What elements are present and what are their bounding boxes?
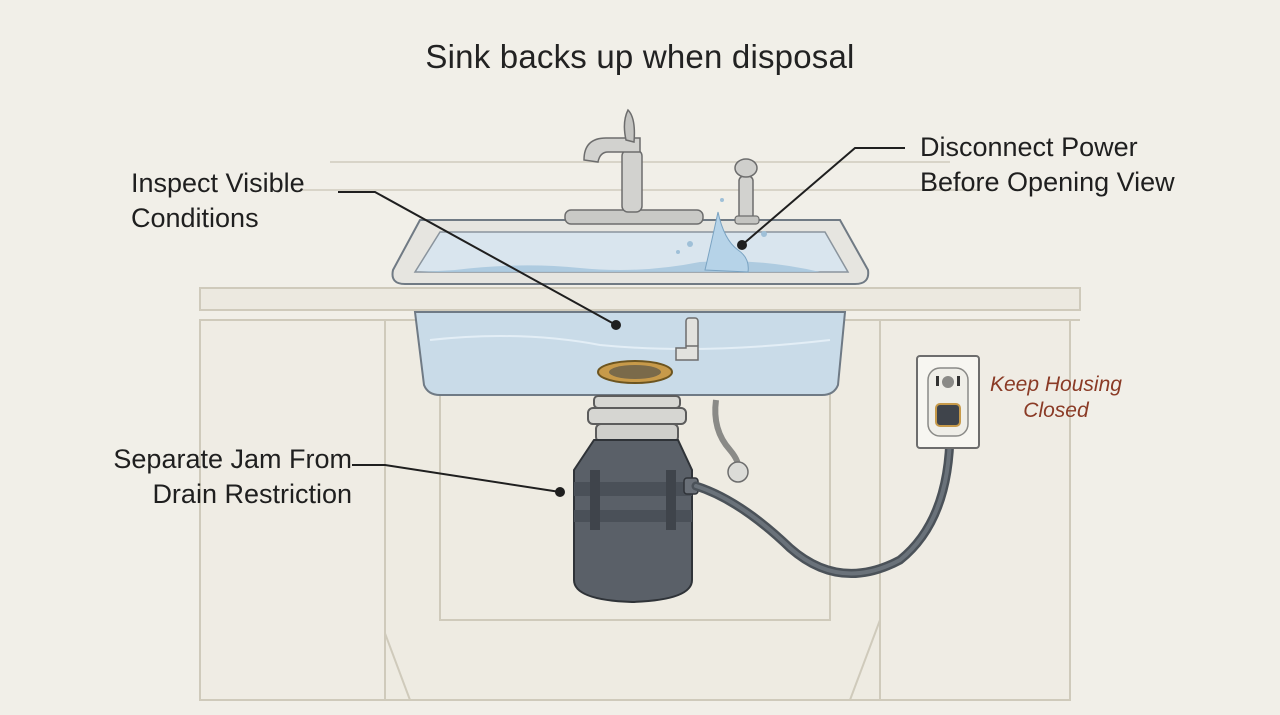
callout-jam-line2: Drain Restriction: [152, 479, 352, 509]
leader-lines: [338, 147, 905, 493]
outlet-icon: [916, 355, 980, 449]
drain-pipe: [675, 317, 749, 483]
callout-inspect-line1: Inspect Visible: [131, 168, 305, 198]
diagram-title: Sink backs up when disposal: [425, 38, 855, 75]
callout-power-line1: Disconnect Power: [920, 132, 1138, 162]
callout-jam-line1: Separate Jam From: [113, 444, 352, 474]
faucet-icon: [564, 108, 704, 225]
callout-disconnect-power: Disconnect Power Before Opening View: [920, 130, 1175, 200]
note-line2: Closed: [1023, 399, 1089, 422]
callout-power-line2: Before Opening View: [920, 167, 1175, 197]
note-line1: Keep Housing: [990, 373, 1122, 396]
callout-separate-jam: Separate Jam From Drain Restriction: [113, 442, 352, 512]
sprayer-icon: [734, 158, 760, 225]
leader-dots: [555, 240, 747, 497]
disposal-mount: [587, 395, 687, 443]
keep-housing-closed-note: Keep Housing Closed: [990, 372, 1122, 424]
drain-flange: [597, 360, 673, 384]
callout-inspect-line2: Conditions: [131, 203, 259, 233]
power-cord: [691, 425, 955, 578]
callout-inspect-visible-conditions: Inspect Visible Conditions: [131, 166, 305, 236]
disposal-unit-icon: [573, 439, 699, 604]
sink-basin: [413, 311, 847, 396]
